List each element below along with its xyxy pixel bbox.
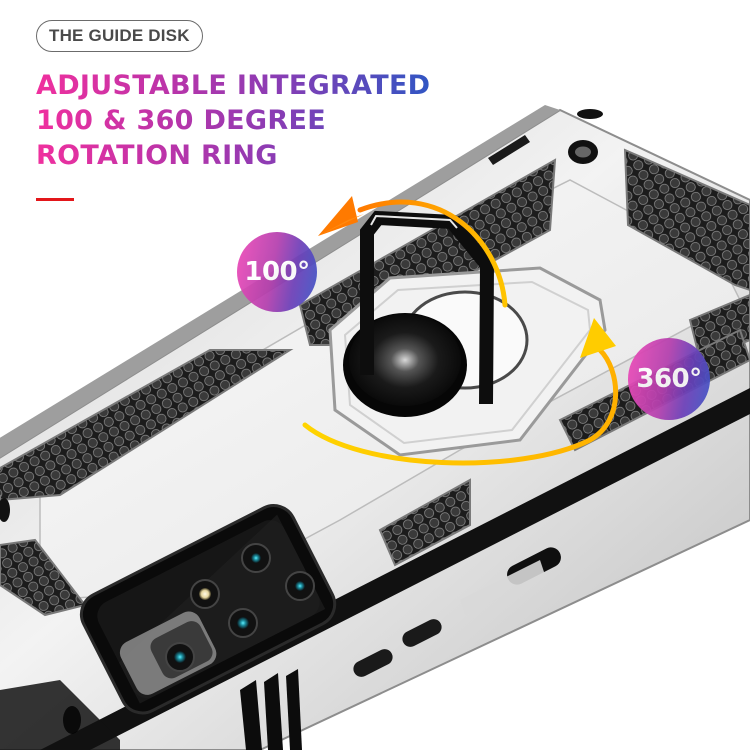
badge-100-text: 100° — [244, 257, 310, 287]
headline-line-3: ROTATION RING — [36, 138, 430, 173]
accent-divider — [36, 198, 74, 201]
badge-100-degree: 100° — [237, 232, 317, 312]
headline-line-2: 100 & 360 DEGREE — [36, 103, 430, 138]
headline-line-1: ADJUSTABLE INTEGRATED — [36, 70, 431, 101]
badge-360-text: 360° — [636, 364, 702, 394]
section-label-text: THE GUIDE DISK — [49, 26, 190, 45]
badge-360-degree: 360° — [628, 338, 710, 420]
feature-headline: ADJUSTABLE INTEGRATED 100 & 360 DEGREE R… — [36, 68, 430, 173]
section-label-pill: THE GUIDE DISK — [36, 20, 203, 52]
